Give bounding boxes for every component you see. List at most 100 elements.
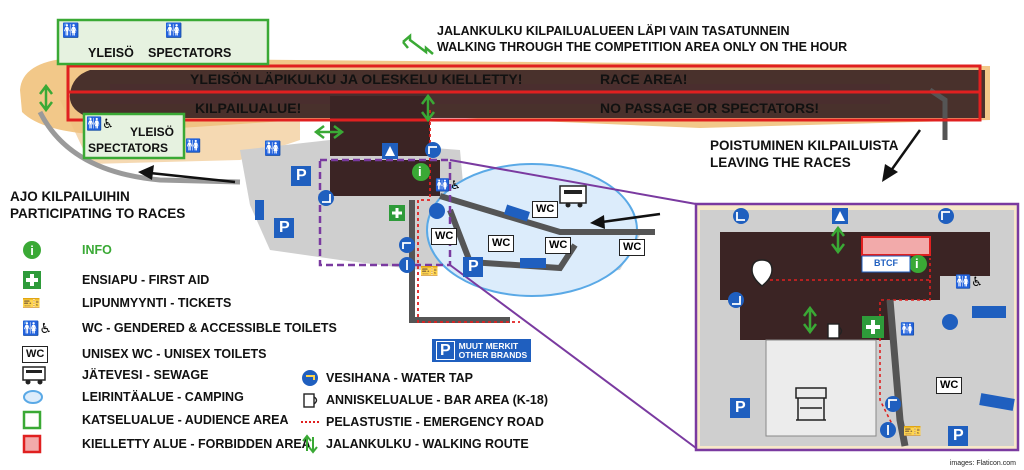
wc-box-icon: WC	[619, 239, 646, 256]
parking-sign-icon	[463, 257, 483, 277]
one-way-sign-icon	[979, 393, 1015, 411]
beer-mug-icon	[303, 393, 318, 408]
legend-item-emergency-road: PELASTUSTIE - EMERGENCY ROAD	[300, 412, 544, 432]
legend-item-water-tap: VESIHANA - WATER TAP	[300, 368, 473, 388]
walking-route-icon	[421, 93, 435, 123]
info-icon	[412, 163, 430, 181]
emergency-road	[417, 110, 520, 323]
turn-sign-icon	[399, 237, 415, 253]
ticket-hand-icon: 🎫	[420, 263, 439, 280]
beer-mug-icon	[827, 323, 843, 339]
arrive-arrow	[138, 165, 236, 184]
parking-label: P	[296, 167, 307, 184]
wc-box-icon: WC	[431, 228, 458, 245]
parking-sign-icon	[948, 426, 968, 446]
arrive-label-en: PARTICIPATING TO RACES	[10, 206, 186, 221]
legend-item-camping: LEIRINTÄALUE - CAMPING	[22, 387, 244, 407]
spectator-mid-fi: YLEISÖ	[130, 125, 175, 139]
road-east	[439, 193, 655, 235]
legend-item-info: i INFO	[22, 240, 112, 260]
legend-item-walking: JALANKULKU - WALKING ROUTE	[300, 434, 529, 454]
wc-box-icon: WC	[545, 237, 572, 254]
caravan-icon	[22, 366, 46, 385]
walking-notice-fi: JALANKULKU KILPAILUALUEEN LÄPI VAIN TASA…	[437, 24, 790, 38]
parking-label: P	[279, 219, 290, 236]
turn-sign-icon	[728, 292, 744, 308]
track-label-bottom-right: NO PASSAGE OR SPECTATORS!	[600, 100, 820, 116]
track-label-bottom-left: KILPAILUALUE!	[195, 100, 302, 116]
legend-item-forbidden: KIELLETTY ALUE - FORBIDDEN AREA	[22, 434, 311, 454]
parking-sign-icon	[730, 398, 750, 418]
audience-square-icon	[22, 410, 42, 430]
parking-label: P	[468, 258, 479, 275]
parking-sign-icon	[291, 166, 311, 186]
detail-emergency-road	[770, 258, 931, 431]
spectator-area-mid	[82, 112, 186, 160]
walking-notice-en: WALKING THROUGH THE COMPETITION AREA ONL…	[437, 40, 848, 54]
water-tap-icon	[429, 203, 445, 219]
info-label: i	[915, 256, 919, 271]
detail-forbidden-box	[861, 236, 931, 256]
arrive-label-fi: AJO KILPAILUIHIN	[10, 189, 130, 204]
info-icon	[909, 255, 927, 273]
turn-sign-icon	[733, 208, 749, 224]
wc-box-icon: WC	[22, 345, 49, 363]
legend-item-first-aid: ENSIAPU - FIRST AID	[22, 270, 209, 290]
parking-label: P	[953, 427, 964, 444]
walking-route-icon	[302, 434, 318, 454]
forbidden-square-icon	[22, 434, 42, 454]
svg-text:i: i	[30, 243, 34, 258]
wc-box-icon: WC	[936, 377, 963, 394]
emergency-road-icon	[301, 421, 319, 423]
legend-item-audience: KATSELUALUE - AUDIENCE AREA	[22, 410, 288, 430]
toilets-icon: 🚻♿	[955, 274, 983, 289]
track-strip-inner	[110, 84, 890, 104]
caravan-icon	[559, 185, 587, 208]
detail-connector-top	[449, 159, 697, 205]
camping-arrow	[590, 212, 661, 229]
toilets-icon: 🚻	[264, 140, 282, 156]
toilets-icon: 🚻♿	[435, 178, 461, 192]
info-icon: i	[23, 241, 41, 259]
btcf-label: BTCF	[874, 258, 898, 268]
detail-connector-bottom	[449, 264, 697, 449]
leave-arrow	[882, 129, 922, 182]
leave-label-en: LEAVING THE RACES	[710, 155, 851, 170]
wc-box-icon: WC	[488, 235, 515, 252]
walking-route-icon	[803, 305, 817, 335]
turn-sign-icon	[885, 396, 901, 412]
one-way-sign-icon	[255, 200, 264, 220]
food-location-icon	[751, 259, 773, 287]
water-tap-icon	[302, 370, 318, 386]
turn-sign-icon	[425, 142, 441, 158]
ticket-hand-icon: 🎫	[903, 423, 922, 440]
spectator-top-en: SPECTATORS	[148, 46, 232, 60]
stage-icon	[795, 387, 827, 421]
track-label-top-left: YLEISÖN LÄPIKULKU JA OLESKELU KIELLETTY!	[190, 71, 523, 87]
road-loop	[447, 208, 578, 272]
pit-block	[330, 96, 430, 156]
leave-label-fi: POISTUMINEN KILPAILUISTA	[710, 138, 899, 153]
info-label: i	[418, 164, 422, 179]
first-aid-icon	[23, 271, 41, 289]
image-credit: images: Flaticon.com	[949, 460, 1016, 467]
camping-oval-icon	[23, 390, 43, 404]
track-label-top-right: RACE AREA!	[600, 71, 688, 87]
water-tap-icon	[942, 314, 958, 330]
toilets-icon: 🚻♿	[22, 319, 52, 336]
legend-item-toilets: 🚻♿ WC - GENDERED & ACCESSIBLE TOILETS	[22, 318, 337, 338]
parking-label: P	[735, 399, 746, 416]
spectator-top-toilets: 🚻	[62, 22, 80, 38]
detail-zone-dashed	[318, 158, 452, 267]
legend-item-bar: ANNISKELUALUE - BAR AREA (K-18)	[300, 390, 548, 410]
wc-box-icon: WC	[532, 201, 559, 218]
spectator-area-top	[56, 18, 270, 66]
btcf-sign	[861, 255, 911, 273]
walking-route-icon	[39, 83, 53, 113]
turn-sign-icon	[318, 190, 334, 206]
detail-road	[886, 299, 909, 447]
walking-route-icon	[313, 125, 345, 139]
walking-route-icon	[402, 33, 434, 55]
